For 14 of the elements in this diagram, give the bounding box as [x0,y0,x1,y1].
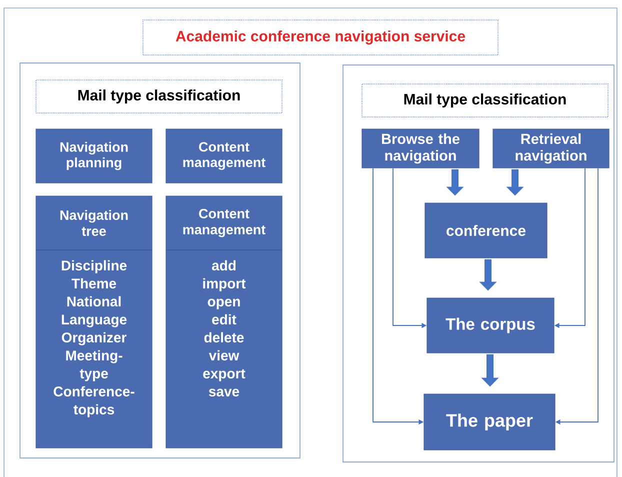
process-box: The paper [424,394,556,450]
process-box: Browse the navigation [362,128,480,168]
process-box: conference [424,202,548,258]
heading-box: Mail type classification [36,80,282,114]
process-box: The corpus [426,298,554,354]
process-box: Content management [166,128,282,184]
heading-box: Mail type classification [362,84,608,118]
list-box: Navigation tree Discipline Theme National Language Organizer Meeting-type Conference-topics [36,196,152,448]
panel-frame [20,62,300,458]
title-box: Academic conference navigation service [142,20,498,56]
panel-frame [342,64,614,462]
process-box: Navigation planning [36,128,152,184]
process-box: Retrieval navigation [492,128,610,168]
list-box: Content management add import open edit delete view export save [166,196,282,448]
